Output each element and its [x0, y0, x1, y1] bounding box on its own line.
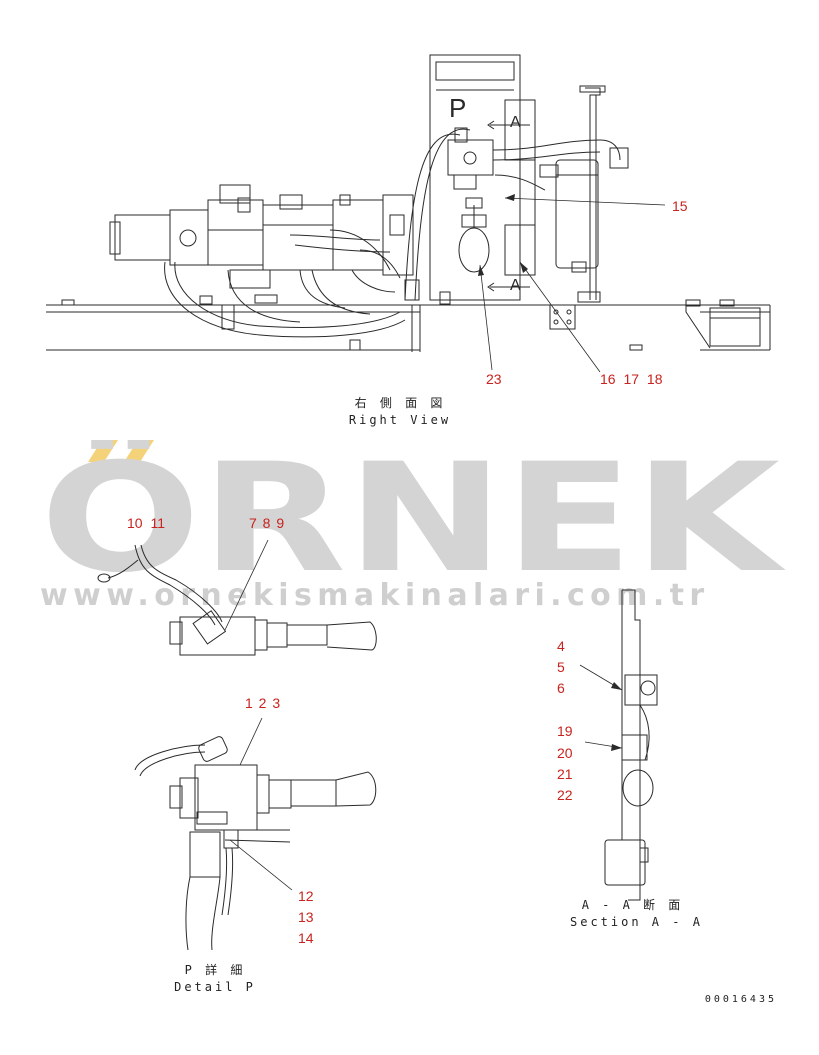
- callout-13: 13: [298, 909, 314, 925]
- view-mark-a-bottom: A: [510, 277, 521, 294]
- callout-21: 21: [557, 766, 573, 782]
- detail-p-title-en: Detail P: [174, 980, 256, 994]
- view-mark-a-top: A: [510, 114, 521, 131]
- detail-p-lower: [134, 717, 377, 951]
- callout-22: 22: [557, 787, 573, 803]
- watermark-logo: ÖRNEK: [40, 440, 786, 590]
- callout-23: 23: [486, 371, 502, 387]
- drawing-number: 00016435: [704, 994, 777, 1005]
- right-view-title-en: Right View: [348, 413, 452, 427]
- callout-20: 20: [557, 745, 573, 761]
- section-aa-title-en: Section A - A: [570, 915, 703, 929]
- callout-12: 12: [298, 888, 314, 904]
- callout-6: 6: [557, 680, 565, 696]
- callout-16-17-18: 16 17 18: [600, 371, 663, 387]
- detail-p-title-jp: P 詳 細: [184, 963, 246, 977]
- right-view-drawing: [46, 54, 771, 373]
- watermark-url: www.ornekismakinalari.com.tr: [40, 578, 710, 613]
- right-view-title-jp: 右 側 面 図: [354, 396, 446, 410]
- callout-10-11: 10 11: [127, 515, 165, 531]
- callout-14: 14: [298, 930, 314, 946]
- callout-15: 15: [672, 198, 688, 214]
- section-aa-drawing: [579, 589, 658, 901]
- section-aa-title-jp: A - A 断 面: [581, 898, 684, 912]
- detail-p-upper: [97, 539, 377, 656]
- callout-5: 5: [557, 659, 565, 675]
- callout-7-8-9: 7 8 9: [249, 515, 285, 531]
- callout-4: 4: [557, 638, 565, 654]
- callout-1-2-3: 1 2 3: [245, 695, 281, 711]
- watermark-brand: ÖRNEK: [40, 440, 786, 590]
- callout-19: 19: [557, 723, 573, 739]
- view-mark-p: P: [449, 93, 467, 123]
